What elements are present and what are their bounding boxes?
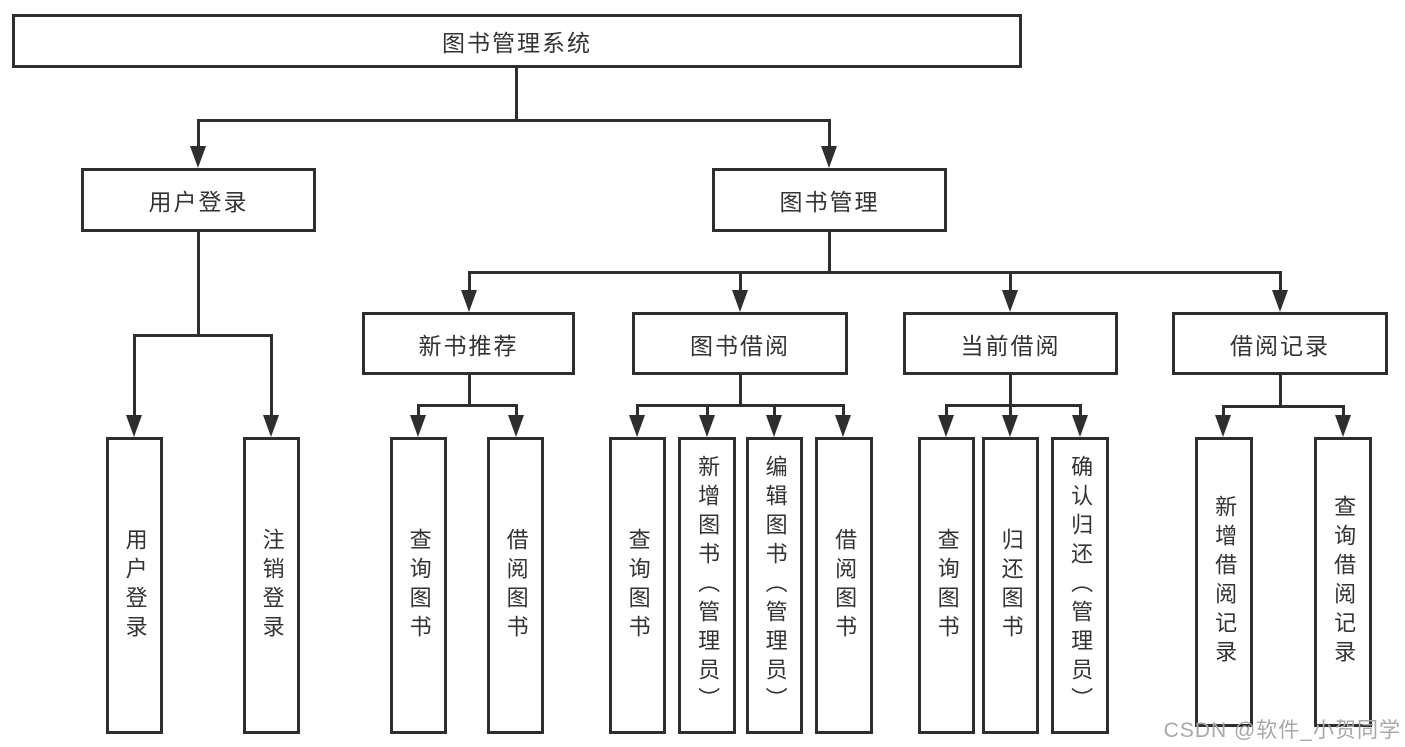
connector-line [945, 404, 948, 417]
connector-line [1222, 405, 1225, 417]
arrow-down-icon [938, 415, 954, 437]
leaf-query-borrow-record: 查询借阅记录 [1314, 437, 1372, 727]
connector-line [468, 375, 471, 407]
leaf-query-borrow-record-label: 查询借阅记录 [1331, 495, 1357, 669]
connector-line [1009, 271, 1012, 293]
connector-line [636, 404, 639, 417]
leaf-add-book-admin-label: 新增图书（管理员） [695, 455, 721, 716]
connector-line [197, 119, 831, 122]
leaf-borrow-books-recommend-label: 借阅图书 [503, 527, 529, 644]
connector-line [197, 232, 200, 336]
connector-line [417, 404, 518, 407]
node-root: 图书管理系统 [12, 14, 1022, 68]
arrow-down-icon [821, 146, 837, 168]
node-new-book-recommend: 新书推荐 [362, 312, 575, 375]
arrow-down-icon [461, 290, 477, 312]
leaf-edit-book-admin-label: 编辑图书（管理员） [762, 455, 788, 716]
arrow-down-icon [1002, 290, 1018, 312]
connector-line [468, 271, 1282, 274]
connector-line [636, 404, 845, 407]
connector-line [133, 334, 136, 417]
leaf-query-books-recommend-label: 查询图书 [406, 527, 432, 644]
arrow-down-icon [190, 146, 206, 168]
node-root-label: 图书管理系统 [442, 30, 592, 56]
arrow-down-icon [629, 415, 645, 437]
connector-line [706, 404, 709, 417]
arrow-down-icon [263, 415, 279, 437]
leaf-query-books-borrow-label: 查询图书 [625, 527, 651, 644]
watermark: CSDN @软件_小贺同学 [1163, 719, 1401, 742]
connector-line [1279, 271, 1282, 293]
arrow-down-icon [1002, 415, 1018, 437]
leaf-add-borrow-record: 新增借阅记录 [1195, 437, 1253, 727]
leaf-confirm-return-admin-label: 确认归还（管理员） [1068, 455, 1094, 716]
arrow-down-icon [835, 415, 851, 437]
connector-line [945, 404, 1082, 407]
leaf-query-books-current-label: 查询图书 [934, 527, 960, 644]
leaf-query-books-borrow: 查询图书 [609, 437, 666, 734]
connector-line [1009, 404, 1012, 417]
node-book-borrow-label: 图书借阅 [690, 332, 790, 359]
arrow-down-icon [508, 415, 524, 437]
node-borrow-records: 借阅记录 [1172, 312, 1388, 375]
leaf-query-books-current: 查询图书 [918, 437, 975, 734]
connector-line [515, 404, 518, 417]
leaf-logout-label: 注销登录 [259, 527, 285, 644]
leaf-borrow-books-label: 借阅图书 [832, 527, 858, 644]
leaf-logout: 注销登录 [243, 437, 300, 734]
leaf-add-borrow-record-label: 新增借阅记录 [1212, 495, 1238, 669]
arrow-down-icon [126, 415, 142, 437]
arrow-down-icon [1072, 415, 1088, 437]
connector-line [739, 375, 742, 407]
connector-line [468, 271, 471, 293]
connector-line [1342, 405, 1345, 417]
arrow-down-icon [1335, 415, 1351, 437]
node-user-login: 用户登录 [81, 168, 316, 232]
connector-line [1222, 405, 1344, 408]
arrow-down-icon [699, 415, 715, 437]
leaf-return-book: 归还图书 [982, 437, 1039, 734]
node-new-book-recommend-label: 新书推荐 [418, 332, 519, 359]
leaf-return-book-label: 归还图书 [998, 527, 1024, 644]
connector-line [1079, 404, 1082, 417]
arrow-down-icon [766, 415, 782, 437]
connector-line [133, 334, 273, 337]
connector-line [515, 68, 518, 121]
connector-line [842, 404, 845, 417]
node-current-borrow-label: 当前借阅 [960, 332, 1061, 359]
connector-line [1279, 375, 1282, 407]
leaf-borrow-books: 借阅图书 [815, 437, 873, 734]
connector-line [828, 119, 831, 150]
arrow-down-icon [1272, 290, 1288, 312]
leaf-confirm-return-admin: 确认归还（管理员） [1051, 437, 1109, 734]
connector-line [197, 119, 200, 150]
connector-line [270, 334, 273, 417]
leaf-user-login: 用户登录 [106, 437, 163, 734]
connector-line [739, 271, 742, 293]
connector-line [828, 232, 831, 274]
connector-line [1009, 375, 1012, 407]
leaf-query-books-recommend: 查询图书 [390, 437, 447, 734]
arrow-down-icon [732, 290, 748, 312]
node-book-management-label: 图书管理 [779, 189, 880, 215]
node-book-borrow: 图书借阅 [632, 312, 848, 375]
arrow-down-icon [410, 415, 426, 437]
leaf-user-login-label: 用户登录 [122, 527, 148, 644]
node-user-login-label: 用户登录 [148, 189, 249, 215]
leaf-borrow-books-recommend: 借阅图书 [487, 437, 544, 734]
node-current-borrow: 当前借阅 [903, 312, 1118, 375]
arrow-down-icon [1215, 415, 1231, 437]
leaf-add-book-admin: 新增图书（管理员） [678, 437, 736, 734]
connector-line [773, 404, 776, 417]
node-borrow-records-label: 借阅记录 [1230, 332, 1330, 359]
leaf-edit-book-admin: 编辑图书（管理员） [746, 437, 803, 734]
connector-line [417, 404, 420, 417]
node-book-management: 图书管理 [712, 168, 947, 232]
